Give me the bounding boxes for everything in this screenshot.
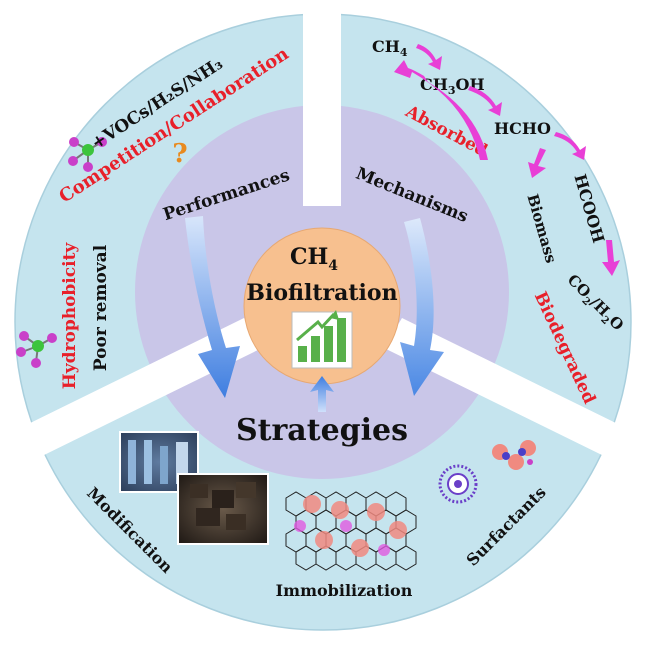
modification-photo-2 <box>177 473 269 545</box>
hydrophobicity-label: Hydrophobicity <box>60 242 80 390</box>
center-title-biofiltration: Biofiltration <box>246 280 397 306</box>
surfactant-micelle-icon <box>438 464 478 504</box>
molecule-icon-top <box>68 137 107 172</box>
bar-chart-growth-icon <box>291 310 353 369</box>
immobilized-cells <box>294 495 407 557</box>
performances-arrow <box>185 216 240 398</box>
molecule-icon-bottom <box>16 331 57 368</box>
chain-ch4: CH4 <box>372 37 408 59</box>
center-title-ch4: CH4 <box>290 244 338 274</box>
chain-hcho: HCHO <box>494 119 551 138</box>
strategies-label: Strategies <box>236 413 408 448</box>
separator-top <box>303 8 341 206</box>
immobilization-label: Immobilization <box>276 581 413 600</box>
poor-removal-label: Poor removal <box>91 244 111 371</box>
mechanisms-arrow <box>400 218 444 396</box>
separator-right <box>384 318 626 458</box>
magenta-arrows <box>394 44 620 276</box>
question-mark: ? <box>172 139 187 169</box>
strategies-small-arrow <box>310 376 334 412</box>
surfactant-cells-icon <box>492 440 536 470</box>
